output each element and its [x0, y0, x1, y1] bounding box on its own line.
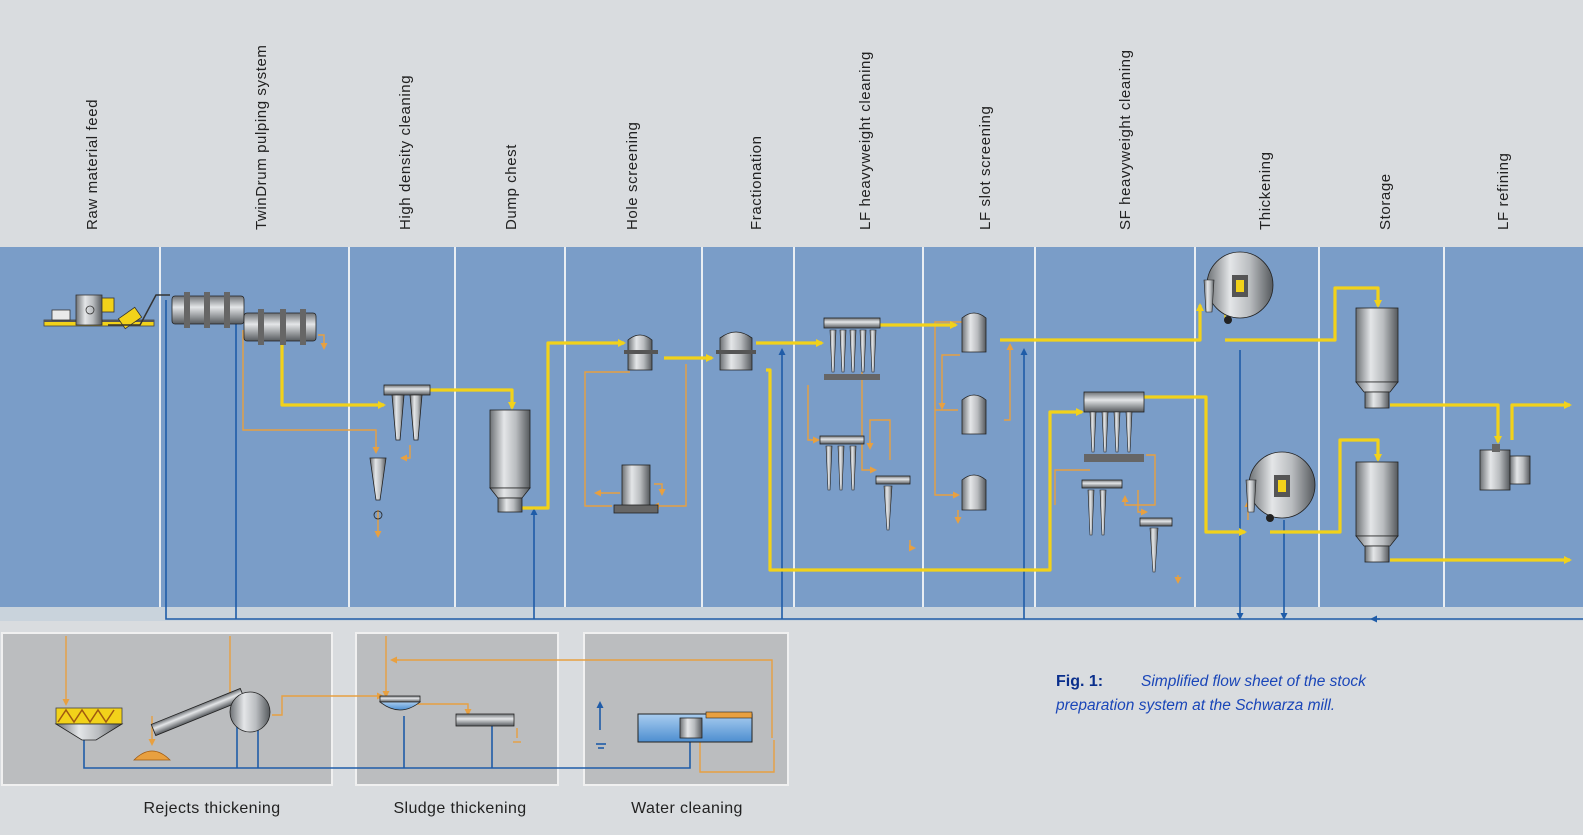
svg-text:Fig. 1:: Fig. 1:	[1056, 673, 1103, 690]
stage-label-lf-heavyweight-cleaning: LF heavyweight cleaning	[857, 51, 874, 230]
water-lines	[83, 300, 1583, 769]
panel-water-cleaning	[583, 632, 789, 786]
rejects-thickening-equipment	[54, 687, 271, 761]
high-density-cleaners	[369, 384, 431, 520]
stage-label-thickening: Thickening	[1257, 151, 1274, 230]
stage-labels: Raw material feed TwinDrum pulping syste…	[84, 44, 1512, 230]
label-sludge-thickening: Sludge thickening	[393, 800, 526, 817]
hole-screen	[613, 334, 659, 514]
fractionator	[716, 331, 756, 371]
stage-label-storage: Storage	[1377, 173, 1394, 230]
storage-towers	[1355, 307, 1399, 563]
caption-bold: Fig. 1:	[1056, 673, 1103, 690]
caption-line1: Simplified flow sheet of the stock	[1141, 673, 1367, 690]
label-water-cleaning: Water cleaning	[631, 800, 743, 817]
lf-refiner	[1479, 444, 1531, 491]
dump-chest-tank	[489, 409, 531, 513]
twindrum-pulper	[171, 292, 317, 345]
stage-label-high-density-cleaning: High density cleaning	[397, 75, 414, 230]
caption-line2: preparation system at the Schwarza mill.	[1055, 697, 1335, 714]
label-rejects-thickening: Rejects thickening	[143, 800, 280, 817]
thickener-disc-filters	[1203, 251, 1316, 522]
stage-label-lf-refining: LF refining	[1495, 153, 1512, 230]
sf-heavyweight-cleaner-bank	[1081, 391, 1173, 573]
water-return-strip	[0, 607, 1583, 621]
stage-label-raw-material-feed: Raw material feed	[84, 99, 101, 230]
stage-label-dump-chest: Dump chest	[503, 144, 520, 230]
rejects-lines	[62, 321, 1182, 773]
panel-sludge-thickening	[355, 632, 559, 786]
stage-label-twindrum: TwinDrum pulping system	[253, 44, 270, 230]
raw-material-conveyor	[43, 294, 170, 330]
sludge-thickening-equipment	[378, 695, 515, 727]
stage-label-lf-slot-screening: LF slot screening	[977, 106, 994, 230]
lf-heavyweight-cleaner-bank	[819, 317, 911, 531]
water-cleaning-equipment	[637, 711, 753, 743]
stage-label-sf-heavyweight-cleaning: SF heavyweight cleaning	[1117, 49, 1134, 230]
stage-label-hole-screening: Hole screening	[624, 122, 641, 230]
stage-label-fractionation: Fractionation	[748, 135, 765, 230]
lf-slot-screens	[961, 312, 987, 511]
column-separators	[159, 247, 1445, 607]
stock-lines	[280, 286, 1572, 572]
figure-caption: Fig. 1: Simplified flow sheet of the sto…	[1055, 673, 1367, 714]
